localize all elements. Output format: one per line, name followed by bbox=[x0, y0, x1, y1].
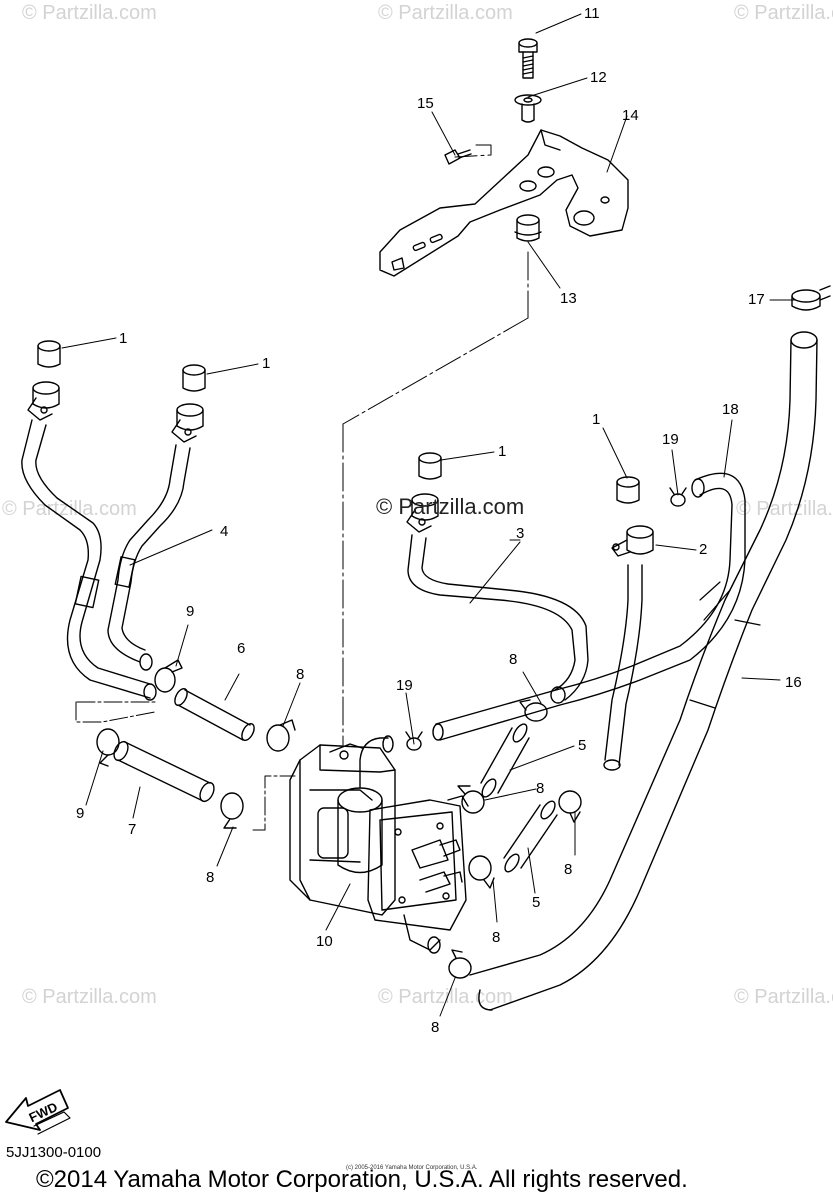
short-hoses bbox=[113, 688, 558, 873]
grommet bbox=[514, 180, 542, 242]
fwd-arrow-icon bbox=[5, 1089, 71, 1135]
callout-4: 4 bbox=[220, 523, 229, 540]
callout-8: 8 bbox=[564, 861, 573, 878]
callout-8: 8 bbox=[509, 651, 518, 668]
center-watermark: © Partzilla.com bbox=[376, 494, 525, 519]
bolt bbox=[518, 38, 538, 79]
callout-16: 16 bbox=[785, 674, 802, 691]
caps bbox=[37, 340, 640, 504]
watermark: © Partzilla.com bbox=[22, 986, 157, 1008]
callout-17: 17 bbox=[748, 291, 765, 308]
callout-15: 15 bbox=[417, 95, 434, 112]
hose-2 bbox=[603, 564, 643, 771]
callout-3: 3 bbox=[516, 525, 525, 542]
callout-9: 9 bbox=[76, 805, 85, 822]
callout-8: 8 bbox=[296, 666, 305, 683]
screw bbox=[444, 149, 472, 165]
callout-1: 1 bbox=[498, 443, 507, 460]
connector-heads bbox=[27, 381, 654, 557]
callout-12: 12 bbox=[590, 69, 607, 86]
callout-8: 8 bbox=[536, 780, 545, 797]
callout-2: 2 bbox=[699, 541, 708, 558]
callout-18: 18 bbox=[722, 401, 739, 418]
watermark: © Partzilla.com bbox=[734, 2, 833, 24]
callout-10: 10 bbox=[316, 933, 333, 950]
clamps bbox=[96, 487, 687, 979]
copyright-notice: ©2014 Yamaha Motor Corporation, U.S.A. A… bbox=[36, 1166, 688, 1193]
callout-1: 1 bbox=[592, 411, 601, 428]
watermark: © Partzilla.com bbox=[734, 986, 833, 1008]
callout-14: 14 bbox=[622, 107, 639, 124]
assembly-lines-small bbox=[75, 701, 296, 831]
callout-7: 7 bbox=[128, 821, 137, 838]
callout-11: 11 bbox=[584, 5, 600, 22]
hose-4 bbox=[21, 419, 191, 701]
hose-18 bbox=[432, 472, 746, 741]
assembly-lines bbox=[342, 144, 529, 746]
callout-6: 6 bbox=[237, 640, 246, 657]
bracket bbox=[379, 129, 629, 277]
callout-19: 19 bbox=[396, 677, 413, 694]
catalog-number: 5JJ1300-0100 bbox=[6, 1144, 102, 1161]
callout-19: 19 bbox=[662, 431, 679, 448]
watermark: © Partzilla.com bbox=[736, 498, 833, 520]
fuel-pump bbox=[289, 735, 469, 954]
fine-print: (c) 2005-2016 Yamaha Motor Corporation, … bbox=[346, 1165, 478, 1171]
callout-8: 8 bbox=[206, 869, 215, 886]
callout-1: 1 bbox=[262, 355, 271, 372]
callout-5: 5 bbox=[532, 894, 541, 911]
clip-17 bbox=[791, 285, 831, 311]
callout-1: 1 bbox=[119, 330, 128, 347]
callout-8: 8 bbox=[492, 929, 501, 946]
hose-3 bbox=[407, 534, 589, 704]
leader-lines bbox=[61, 13, 796, 1017]
watermark: © Partzilla.com bbox=[2, 498, 137, 520]
callout-9: 9 bbox=[186, 603, 195, 620]
callout-13: 13 bbox=[560, 290, 577, 307]
watermark: © Partzilla.com bbox=[378, 2, 513, 24]
collar bbox=[514, 94, 542, 123]
callout-8: 8 bbox=[431, 1019, 440, 1036]
callout-5: 5 bbox=[578, 737, 587, 754]
hose-16 bbox=[469, 331, 818, 1011]
watermark: © Partzilla.com bbox=[22, 2, 157, 24]
